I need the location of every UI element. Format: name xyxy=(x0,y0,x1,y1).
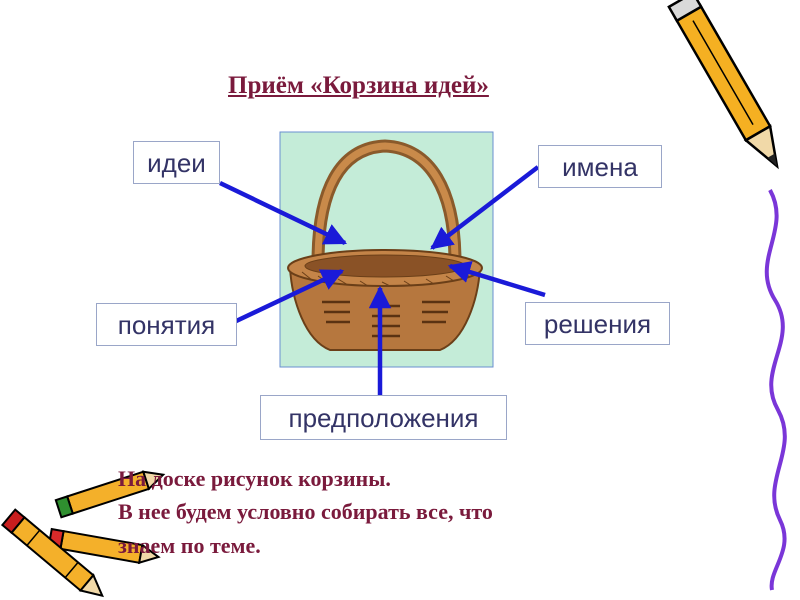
arrow-solutions xyxy=(447,261,546,298)
label-names: имена xyxy=(538,145,662,188)
basket-image xyxy=(279,131,494,368)
label-ideas-text: идеи xyxy=(147,147,206,178)
arrows xyxy=(219,165,546,395)
label-assumptions: предположения xyxy=(260,395,507,440)
arrow-names xyxy=(430,165,540,250)
crayons-icon xyxy=(0,470,166,598)
body-line: На доске рисунок корзины. xyxy=(118,466,391,491)
slide-title: Приём «Корзина идей» xyxy=(228,72,489,99)
label-solutions-text: решения xyxy=(543,308,652,339)
decorative-wavy-line xyxy=(764,189,787,591)
label-ideas: идеи xyxy=(133,141,220,184)
pencil-icon xyxy=(667,0,779,170)
body-line: знаем по теме. xyxy=(118,532,261,558)
label-names-text: имена xyxy=(562,151,638,182)
label-concepts-text: понятия xyxy=(117,309,216,340)
arrow-ideas xyxy=(219,180,348,246)
label-concepts: понятия xyxy=(96,303,237,346)
arrow-concepts xyxy=(231,268,345,326)
label-assumptions-text: предположения xyxy=(288,402,479,433)
label-solutions: решения xyxy=(525,302,670,345)
slide-body-text: На доске рисунок корзины. В нее будем ус… xyxy=(118,462,678,562)
body-line: В нее будем условно собирать все, что xyxy=(118,499,493,525)
